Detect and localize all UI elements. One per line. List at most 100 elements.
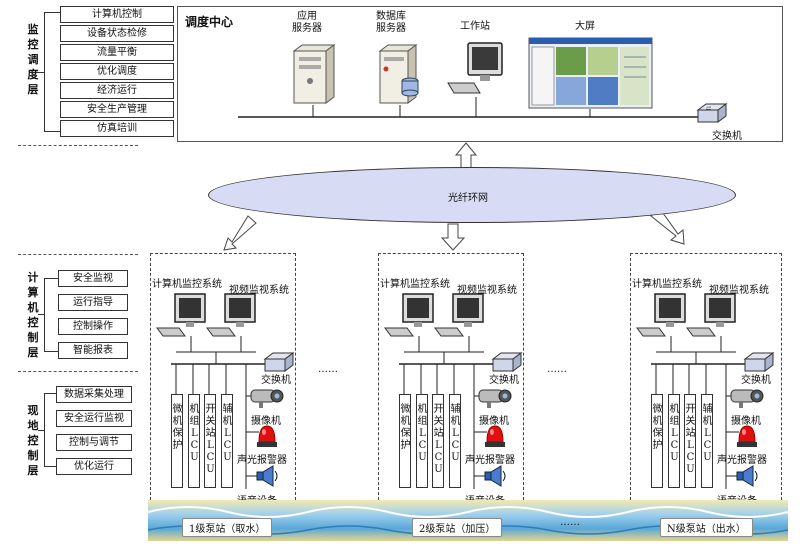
lcu-unit-label: 机组LCU <box>669 404 680 463</box>
camera-icon <box>478 389 512 408</box>
alarm-label: 声光报警器 <box>717 455 767 466</box>
computer-item: 控制操作 <box>58 318 128 335</box>
alarm-label: 声光报警器 <box>465 455 515 466</box>
dispatch-item: 计算机控制 <box>60 6 174 23</box>
fiber-ring <box>208 167 736 223</box>
alarm-icon <box>485 425 505 447</box>
workstation-icon <box>636 293 686 337</box>
camera-icon <box>250 389 284 408</box>
workstation-icon <box>384 293 434 337</box>
computer-system-label: 计算机监控系统 <box>152 279 222 290</box>
station-bus <box>651 336 751 489</box>
lcu-unit <box>651 394 663 488</box>
lcu-unit-label: 微机保护 <box>652 404 663 451</box>
lcu-unit-label: 机组LCU <box>417 404 428 463</box>
lcu-unit <box>668 394 680 488</box>
lcu-unit-label: 微机保护 <box>400 404 411 451</box>
dispatch-item: 经济运行 <box>60 82 174 99</box>
field-item: 优化运行 <box>56 458 132 475</box>
switch-icon <box>743 352 775 372</box>
lcu-unit <box>432 394 444 488</box>
big-screen-label: 大屏 <box>575 21 595 32</box>
camera-icon <box>730 389 764 408</box>
lcu-unit <box>221 394 233 488</box>
lcu-unit <box>449 394 461 488</box>
computer-system-label: 计算机监控系统 <box>632 279 702 290</box>
lcu-unit <box>701 394 713 488</box>
dispatch-item: 优化调度 <box>60 63 174 80</box>
speaker-icon <box>736 465 758 487</box>
lan-bus <box>238 97 698 118</box>
camera-label: 摄像机 <box>479 416 509 427</box>
alarm-icon <box>737 425 757 447</box>
lcu-unit <box>204 394 216 488</box>
camera-label: 摄像机 <box>251 416 281 427</box>
speaker-icon <box>256 465 278 487</box>
pump-station-n: N级泵站（出水） <box>660 518 753 537</box>
video-system-label: 视频监视系统 <box>457 285 517 296</box>
app-server-label: 应用 服务器 <box>292 11 322 34</box>
switch-label: 交换机 <box>741 375 771 386</box>
dispatch-item: 设备状态检修 <box>60 25 174 42</box>
computer-item: 安全监视 <box>58 270 128 287</box>
workstation-icon <box>434 293 484 337</box>
svg-text:⇄: ⇄ <box>706 105 711 112</box>
control-center-title: 调度中心 <box>185 15 234 29</box>
camera-label: 摄像机 <box>731 416 761 427</box>
switch-icon <box>491 352 523 372</box>
lcu-unit <box>416 394 428 488</box>
lcu-unit-label: 机组LCU <box>189 404 200 463</box>
field-item: 数据采集处理 <box>56 386 132 403</box>
computer-item: 运行指导 <box>58 294 128 311</box>
field-item: 控制与调节 <box>56 434 132 451</box>
lcu-unit-label: 辅机LCU <box>222 404 233 463</box>
switch-label: 交换机 <box>712 131 742 142</box>
field-item: 安全运行监视 <box>56 410 132 427</box>
ellipsis-middle-2: …… <box>547 364 567 375</box>
dispatch-item: 仿真培训 <box>60 120 174 137</box>
switch-label: 交换机 <box>261 375 291 386</box>
ellipsis-middle-1: …… <box>318 364 338 375</box>
switch-icon <box>263 352 295 372</box>
lcu-unit <box>399 394 411 488</box>
alarm-label: 声光报警器 <box>237 455 287 466</box>
database-server-icon <box>378 44 419 104</box>
layer-field-title: 现地控制层 <box>27 404 39 477</box>
alarm-icon <box>257 425 277 447</box>
ellipsis-bottom: …… <box>560 517 580 528</box>
workstation-icon <box>447 42 503 94</box>
pump-station-1: 1级泵站（取水） <box>182 518 273 537</box>
station-box: 计算机监控系统视频监视系统交换机微机保护机组LCU 开关站LCU 辅机LCU 摄像机声… <box>630 253 782 507</box>
switch-label: 交换机 <box>489 375 519 386</box>
lcu-unit-label: 辅机LCU <box>450 404 461 463</box>
dispatch-item: 流量平衡 <box>60 44 174 61</box>
switch-icon: ⇄ <box>696 103 728 123</box>
pump-station-2: 2级泵站（加压） <box>412 518 503 537</box>
app-server-icon <box>292 44 336 104</box>
lcu-unit-label: 开关站LCU <box>685 404 696 475</box>
computer-item: 智能报表 <box>58 342 128 359</box>
lcu-unit <box>188 394 200 488</box>
lcu-unit-label: 开关站LCU <box>433 404 444 475</box>
lcu-unit <box>171 394 183 488</box>
lcu-unit <box>684 394 696 488</box>
speaker-icon <box>484 465 506 487</box>
workstation-label: 工作站 <box>460 21 490 32</box>
workstation-icon <box>686 293 736 337</box>
fiber-ring-label: 光纤环网 <box>448 193 488 204</box>
workstation-icon <box>156 293 206 337</box>
station-bus <box>171 336 271 489</box>
lcu-unit-label: 开关站LCU <box>205 404 216 475</box>
video-system-label: 视频监视系统 <box>709 285 769 296</box>
db-server-label: 数据库 服务器 <box>376 11 406 34</box>
workstation-icon <box>206 293 256 337</box>
layer-computer-title: 计算机控制层 <box>27 271 39 359</box>
lcu-unit-label: 微机保护 <box>172 404 183 451</box>
lcu-unit-label: 辅机LCU <box>702 404 713 463</box>
big-screen-icon <box>528 37 653 109</box>
dispatch-item: 安全生产管理 <box>60 101 174 118</box>
control-center: 调度中心 应用 服务器 数据库 服务器 工作站 大屏 <box>177 6 783 142</box>
